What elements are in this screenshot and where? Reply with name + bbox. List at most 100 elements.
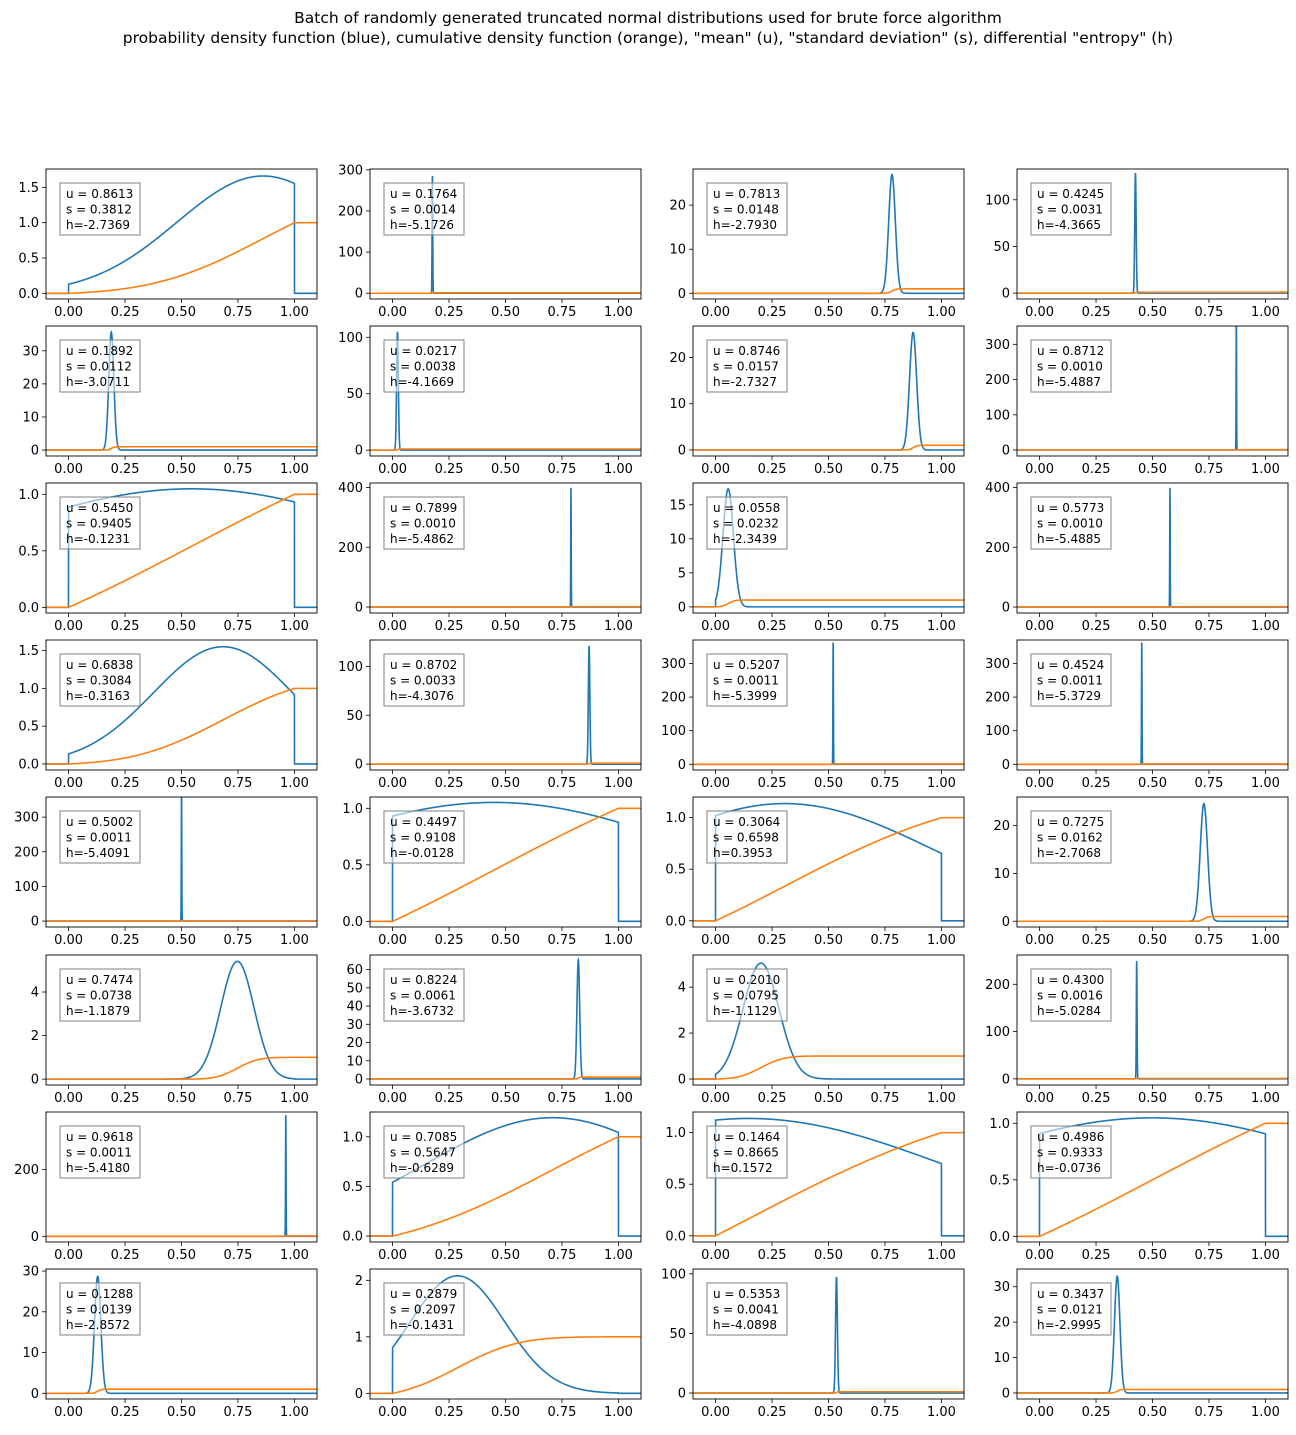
y-tick-label: 0.0 — [342, 915, 363, 930]
x-tick-label: 0.00 — [1025, 1405, 1054, 1420]
y-tick-label: 300 — [338, 163, 363, 178]
stat-mean: u = 0.1764 — [390, 187, 457, 201]
stat-entropy: h=-3.6732 — [390, 1004, 454, 1018]
stat-entropy: h=-3.0711 — [66, 375, 130, 389]
stats-box — [706, 1282, 788, 1336]
y-tick-label: 0.5 — [342, 1180, 363, 1195]
stat-std: s = 0.3812 — [66, 203, 132, 217]
stat-mean: u = 0.1892 — [66, 344, 133, 358]
x-tick-label: 1.00 — [280, 619, 309, 634]
y-tick-label: 4 — [678, 981, 686, 996]
y-tick-label: 1.0 — [342, 1130, 363, 1145]
x-tick-label: 0.25 — [758, 305, 787, 320]
y-tick-label: 4 — [31, 986, 39, 1001]
x-tick-label: 0.25 — [111, 933, 140, 948]
x-tick-label: 1.00 — [927, 619, 956, 634]
cdf-line — [46, 445, 317, 451]
x-tick-label: 0.00 — [54, 305, 83, 320]
x-tick-label: 0.50 — [814, 462, 843, 477]
y-tick-label: 0 — [31, 915, 39, 930]
stat-std: s = 0.0033 — [390, 674, 456, 688]
x-tick-label: 1.00 — [1251, 1405, 1280, 1420]
stat-entropy: h=-0.0128 — [390, 846, 454, 860]
y-tick-label: 1.0 — [18, 488, 39, 503]
pdf-line — [46, 175, 317, 295]
y-tick-label: 0 — [31, 1230, 39, 1245]
x-tick-label: 1.00 — [604, 1405, 633, 1420]
stat-mean: u = 0.4245 — [1037, 187, 1104, 201]
stat-mean: u = 0.7085 — [390, 1130, 457, 1144]
stat-mean: u = 0.2879 — [390, 1287, 457, 1301]
x-tick-label: 0.00 — [701, 462, 730, 477]
stat-std: s = 0.0011 — [66, 831, 132, 845]
x-tick-label: 0.50 — [1138, 1405, 1167, 1420]
pdf-line — [370, 331, 641, 451]
figure-title-line-2: probability density function (blue), cum… — [122, 29, 1174, 47]
x-tick-label: 0.00 — [701, 933, 730, 948]
y-tick-label: 20 — [669, 199, 686, 214]
x-tick-label: 0.00 — [54, 1248, 83, 1263]
x-tick-label: 0.00 — [54, 933, 83, 948]
stat-std: s = 0.0061 — [390, 989, 456, 1003]
stats-box — [1030, 968, 1112, 1022]
x-tick-label: 0.00 — [378, 1405, 407, 1420]
stat-std: s = 0.5647 — [390, 1146, 456, 1160]
stat-std: s = 0.0038 — [390, 360, 456, 374]
x-tick-label: 0.75 — [870, 933, 899, 948]
y-tick-label: 40 — [346, 1000, 363, 1015]
stat-std: s = 0.0014 — [390, 203, 456, 217]
x-tick-label: 0.75 — [870, 462, 899, 477]
x-tick-label: 0.50 — [814, 1405, 843, 1420]
y-tick-label: 2 — [355, 1274, 363, 1289]
y-tick-label: 1.0 — [665, 1126, 686, 1141]
y-tick-label: 0.0 — [342, 1230, 363, 1245]
y-tick-label: 50 — [346, 709, 363, 724]
y-tick-label: 0.5 — [989, 1173, 1010, 1188]
y-tick-label: 200 — [985, 978, 1010, 993]
x-tick-label: 1.00 — [604, 1248, 633, 1263]
stat-mean: u = 0.5207 — [713, 658, 780, 672]
cdf-line — [693, 1055, 964, 1080]
x-tick-label: 0.00 — [1025, 1091, 1054, 1106]
x-tick-label: 0.50 — [814, 1248, 843, 1263]
x-tick-label: 1.00 — [604, 462, 633, 477]
x-tick-label: 0.00 — [378, 462, 407, 477]
stat-mean: u = 0.2010 — [713, 973, 780, 987]
x-tick-label: 1.00 — [927, 1405, 956, 1420]
x-tick-label: 0.50 — [814, 933, 843, 948]
y-tick-label: 1.0 — [18, 682, 39, 697]
y-tick-label: 0 — [31, 1387, 39, 1402]
x-tick-label: 0.25 — [758, 776, 787, 791]
x-tick-label: 1.00 — [280, 1091, 309, 1106]
y-tick-label: 100 — [338, 246, 363, 261]
x-tick-label: 0.25 — [435, 933, 464, 948]
y-tick-label: 20 — [993, 819, 1010, 834]
y-tick-label: 100 — [985, 1025, 1010, 1040]
x-tick-label: 0.00 — [1025, 619, 1054, 634]
x-tick-label: 0.50 — [167, 1405, 196, 1420]
stats-box — [59, 810, 141, 864]
y-tick-label: 0 — [355, 1387, 363, 1402]
stat-entropy: h=-4.1669 — [390, 375, 454, 389]
cdf-line — [370, 762, 641, 765]
x-tick-label: 0.25 — [1082, 933, 1111, 948]
x-tick-label: 0.25 — [758, 619, 787, 634]
x-tick-label: 0.50 — [1138, 1091, 1167, 1106]
cdf-line — [46, 493, 317, 609]
x-tick-label: 1.00 — [1251, 1091, 1280, 1106]
x-tick-label: 0.50 — [1138, 776, 1167, 791]
x-tick-label: 0.00 — [378, 1091, 407, 1106]
stat-entropy: h=-4.3665 — [1037, 218, 1101, 232]
y-tick-label: 0 — [678, 758, 686, 773]
